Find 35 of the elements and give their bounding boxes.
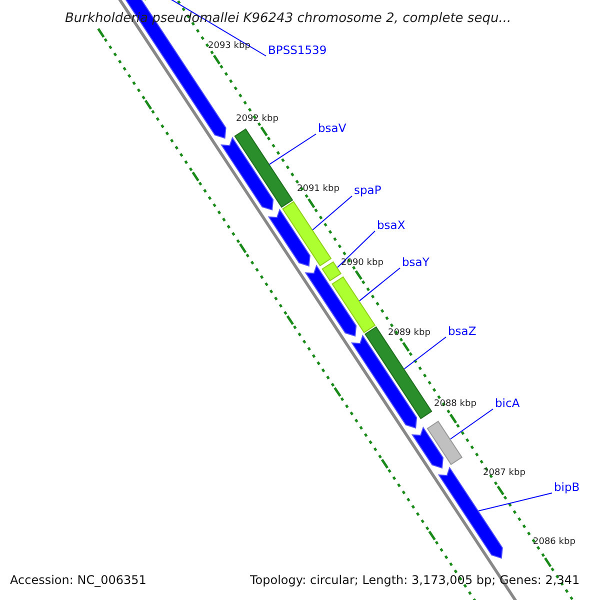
info-text: Topology: circular; Length: 3,173,005 bp; Genes: 2,341 xyxy=(250,574,580,588)
gene-feature xyxy=(220,136,274,211)
gene-feature xyxy=(332,276,376,334)
scale-label: 2090 kbp xyxy=(341,258,384,268)
info-text: Accession: NC_006351 xyxy=(10,574,146,588)
scale-label: 2086 kbp xyxy=(533,537,576,548)
gene-label: spaP xyxy=(354,184,382,198)
gene-feature xyxy=(322,261,342,282)
leader-line xyxy=(359,268,400,302)
leader-line xyxy=(312,196,352,230)
leader-line xyxy=(478,492,552,512)
leader-line xyxy=(337,230,376,268)
scale-label: 2092 kbp xyxy=(236,114,278,124)
scale-label: 2087 kbp xyxy=(483,468,526,478)
gene-feature xyxy=(411,426,444,469)
gene-label: bsaZ xyxy=(448,325,476,338)
leader-line xyxy=(269,134,316,165)
gene-label: bsaV xyxy=(318,122,346,136)
gene-label: bsaY xyxy=(402,256,430,270)
leader-line xyxy=(404,336,446,370)
gene-feature xyxy=(234,128,294,208)
gene-label: bipB xyxy=(554,481,580,494)
gene-label: BPSS1539 xyxy=(268,44,327,58)
scale-label: 2088 kbp xyxy=(434,399,476,410)
scale-label: 2089 kbp xyxy=(388,328,430,338)
leader-line xyxy=(450,408,494,440)
gene-label: bicA xyxy=(495,397,520,410)
gene-feature xyxy=(426,420,463,466)
scale-label: 2093 kbp xyxy=(208,41,250,52)
gene-label: bsaX xyxy=(377,219,406,232)
gene-feature xyxy=(268,208,310,267)
gene-feature xyxy=(364,326,432,420)
gene-feature xyxy=(304,264,357,337)
gene-feature xyxy=(282,201,332,266)
scale-label: 2091 kbp xyxy=(297,184,340,194)
